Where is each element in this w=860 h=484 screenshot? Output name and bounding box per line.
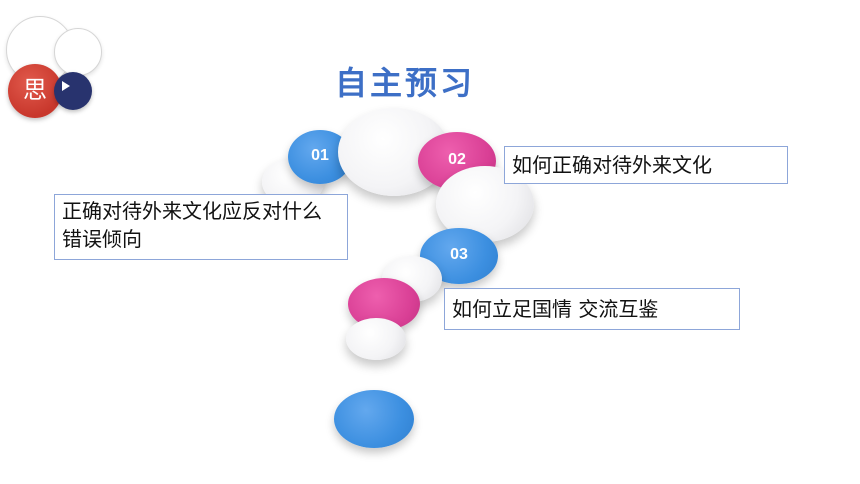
- question-box-bottom-right: 如何立足国情 交流互鉴: [444, 288, 740, 330]
- page-title: 自主预习: [334, 64, 475, 102]
- question-box-top-right: 如何正确对待外来文化: [504, 146, 788, 184]
- bubble-03-label: 03: [450, 246, 468, 263]
- think-char: 思: [23, 76, 47, 104]
- bubble-02-label: 02: [448, 151, 466, 168]
- corner-ring-small: [54, 28, 102, 76]
- question-box-left: 正确对待外来文化应反对什么错误倾向: [54, 194, 348, 260]
- bubble-01-label: 01: [311, 147, 329, 164]
- blue-dot-bottom: [334, 390, 414, 448]
- question-top-right-text: 如何正确对待外来文化: [512, 153, 712, 177]
- question-left-text: 正确对待外来文化应反对什么错误倾向: [62, 199, 322, 251]
- play-icon: [62, 81, 70, 91]
- play-badge[interactable]: [54, 72, 92, 110]
- question-bottom-right-text: 如何立足国情 交流互鉴: [452, 297, 659, 321]
- white-bubble-lower: [346, 318, 406, 360]
- think-badge: 思: [8, 64, 62, 118]
